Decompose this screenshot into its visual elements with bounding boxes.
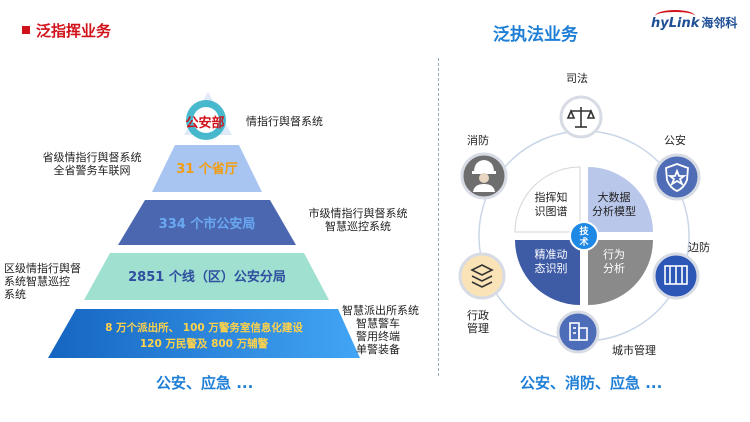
core-label: 技 — [579, 225, 589, 237]
q3-line1: 精准动 — [535, 248, 568, 261]
q2-line2: 分析模型 — [592, 204, 636, 218]
quadrant-big-data — [588, 167, 653, 232]
pyramid-tier-2 — [118, 200, 296, 245]
firefighter-icon — [472, 160, 496, 192]
logo-cn: 海邻科 — [701, 16, 738, 30]
tier4-annotation: 智慧派出所系统 智慧警车 警用终端 单警装备 — [342, 304, 419, 356]
q3-line2: 态识别 — [535, 262, 568, 275]
tier4-label-line1: 8 万个派出所、 100 万警务室信息化建设 — [105, 321, 303, 334]
core-label-2: 术 — [578, 236, 588, 248]
q4-line2: 分析 — [603, 261, 625, 275]
apex-annotation: 情指行舆督系统 — [246, 115, 323, 128]
left-title: 泛指挥业务 — [36, 22, 112, 40]
quadrant-dynamic-recognition — [515, 240, 580, 305]
police-badge-icon — [665, 163, 689, 192]
q1-line1: 指挥知 — [535, 190, 568, 204]
tech-circle-diagram: 指挥知 识图谱 大数据 分析模型 精准动 态识别 行为 分析 技 术 — [458, 95, 701, 354]
apex-inner-circle — [193, 107, 219, 133]
tier4-label-line2: 120 万民警及 800 万辅警 — [140, 337, 269, 350]
label-fire: 消防 — [467, 134, 489, 147]
label-border: 边防 — [688, 241, 710, 254]
tier3-label: 2851 个线（区）公安分局 — [128, 269, 286, 285]
pyramid-tier-3 — [84, 253, 329, 300]
quadrant-knowledge-graph — [514, 166, 581, 233]
pyramid-tier-4 — [48, 309, 360, 358]
label-justice: 司法 — [566, 72, 588, 85]
node-police — [653, 153, 701, 201]
label-city: 城市管理 — [612, 344, 656, 357]
pyramid-tier-1 — [152, 145, 262, 192]
city-building-icon — [569, 322, 588, 341]
section-divider — [438, 58, 439, 376]
q2-line1: 大数据 — [598, 190, 631, 204]
tier3-annotation: 区级情指行舆督 系统智慧巡控 系统 — [4, 262, 81, 301]
logo-swoosh-icon — [655, 10, 695, 22]
left-footer: 公安、应急 ... — [156, 374, 254, 392]
q1-line2: 识图谱 — [535, 204, 568, 218]
layers-icon — [470, 264, 494, 288]
tier2-label: 334 个市公安局 — [159, 216, 256, 232]
title-bullet — [22, 26, 30, 34]
node-city — [556, 310, 600, 354]
q4-line1: 行为 — [603, 248, 625, 261]
right-title: 泛执法业务 — [493, 25, 578, 45]
core-circle — [569, 221, 599, 251]
label-admin: 行政 管理 — [467, 309, 489, 335]
tier0-label: 公安部 — [185, 115, 224, 131]
scales-icon — [566, 107, 596, 128]
tier2-annotation: 市级情指行舆督系统 智慧巡控系统 — [308, 207, 408, 233]
right-footer: 公安、消防、应急 ... — [520, 374, 663, 392]
label-police: 公安 — [664, 134, 686, 147]
tier1-annotation: 省级情指行舆督系统 全省警务车联网 — [42, 151, 142, 177]
node-admin — [458, 252, 506, 300]
tier1-label: 31 个省厅 — [176, 161, 238, 177]
pyramid-diagram: 公安部 31 个省厅 334 个市公安局 2851 个线（区）公安分局 8 万个… — [48, 92, 360, 358]
border-gate-icon — [664, 265, 688, 285]
quadrant-behavior-analysis — [588, 240, 653, 305]
